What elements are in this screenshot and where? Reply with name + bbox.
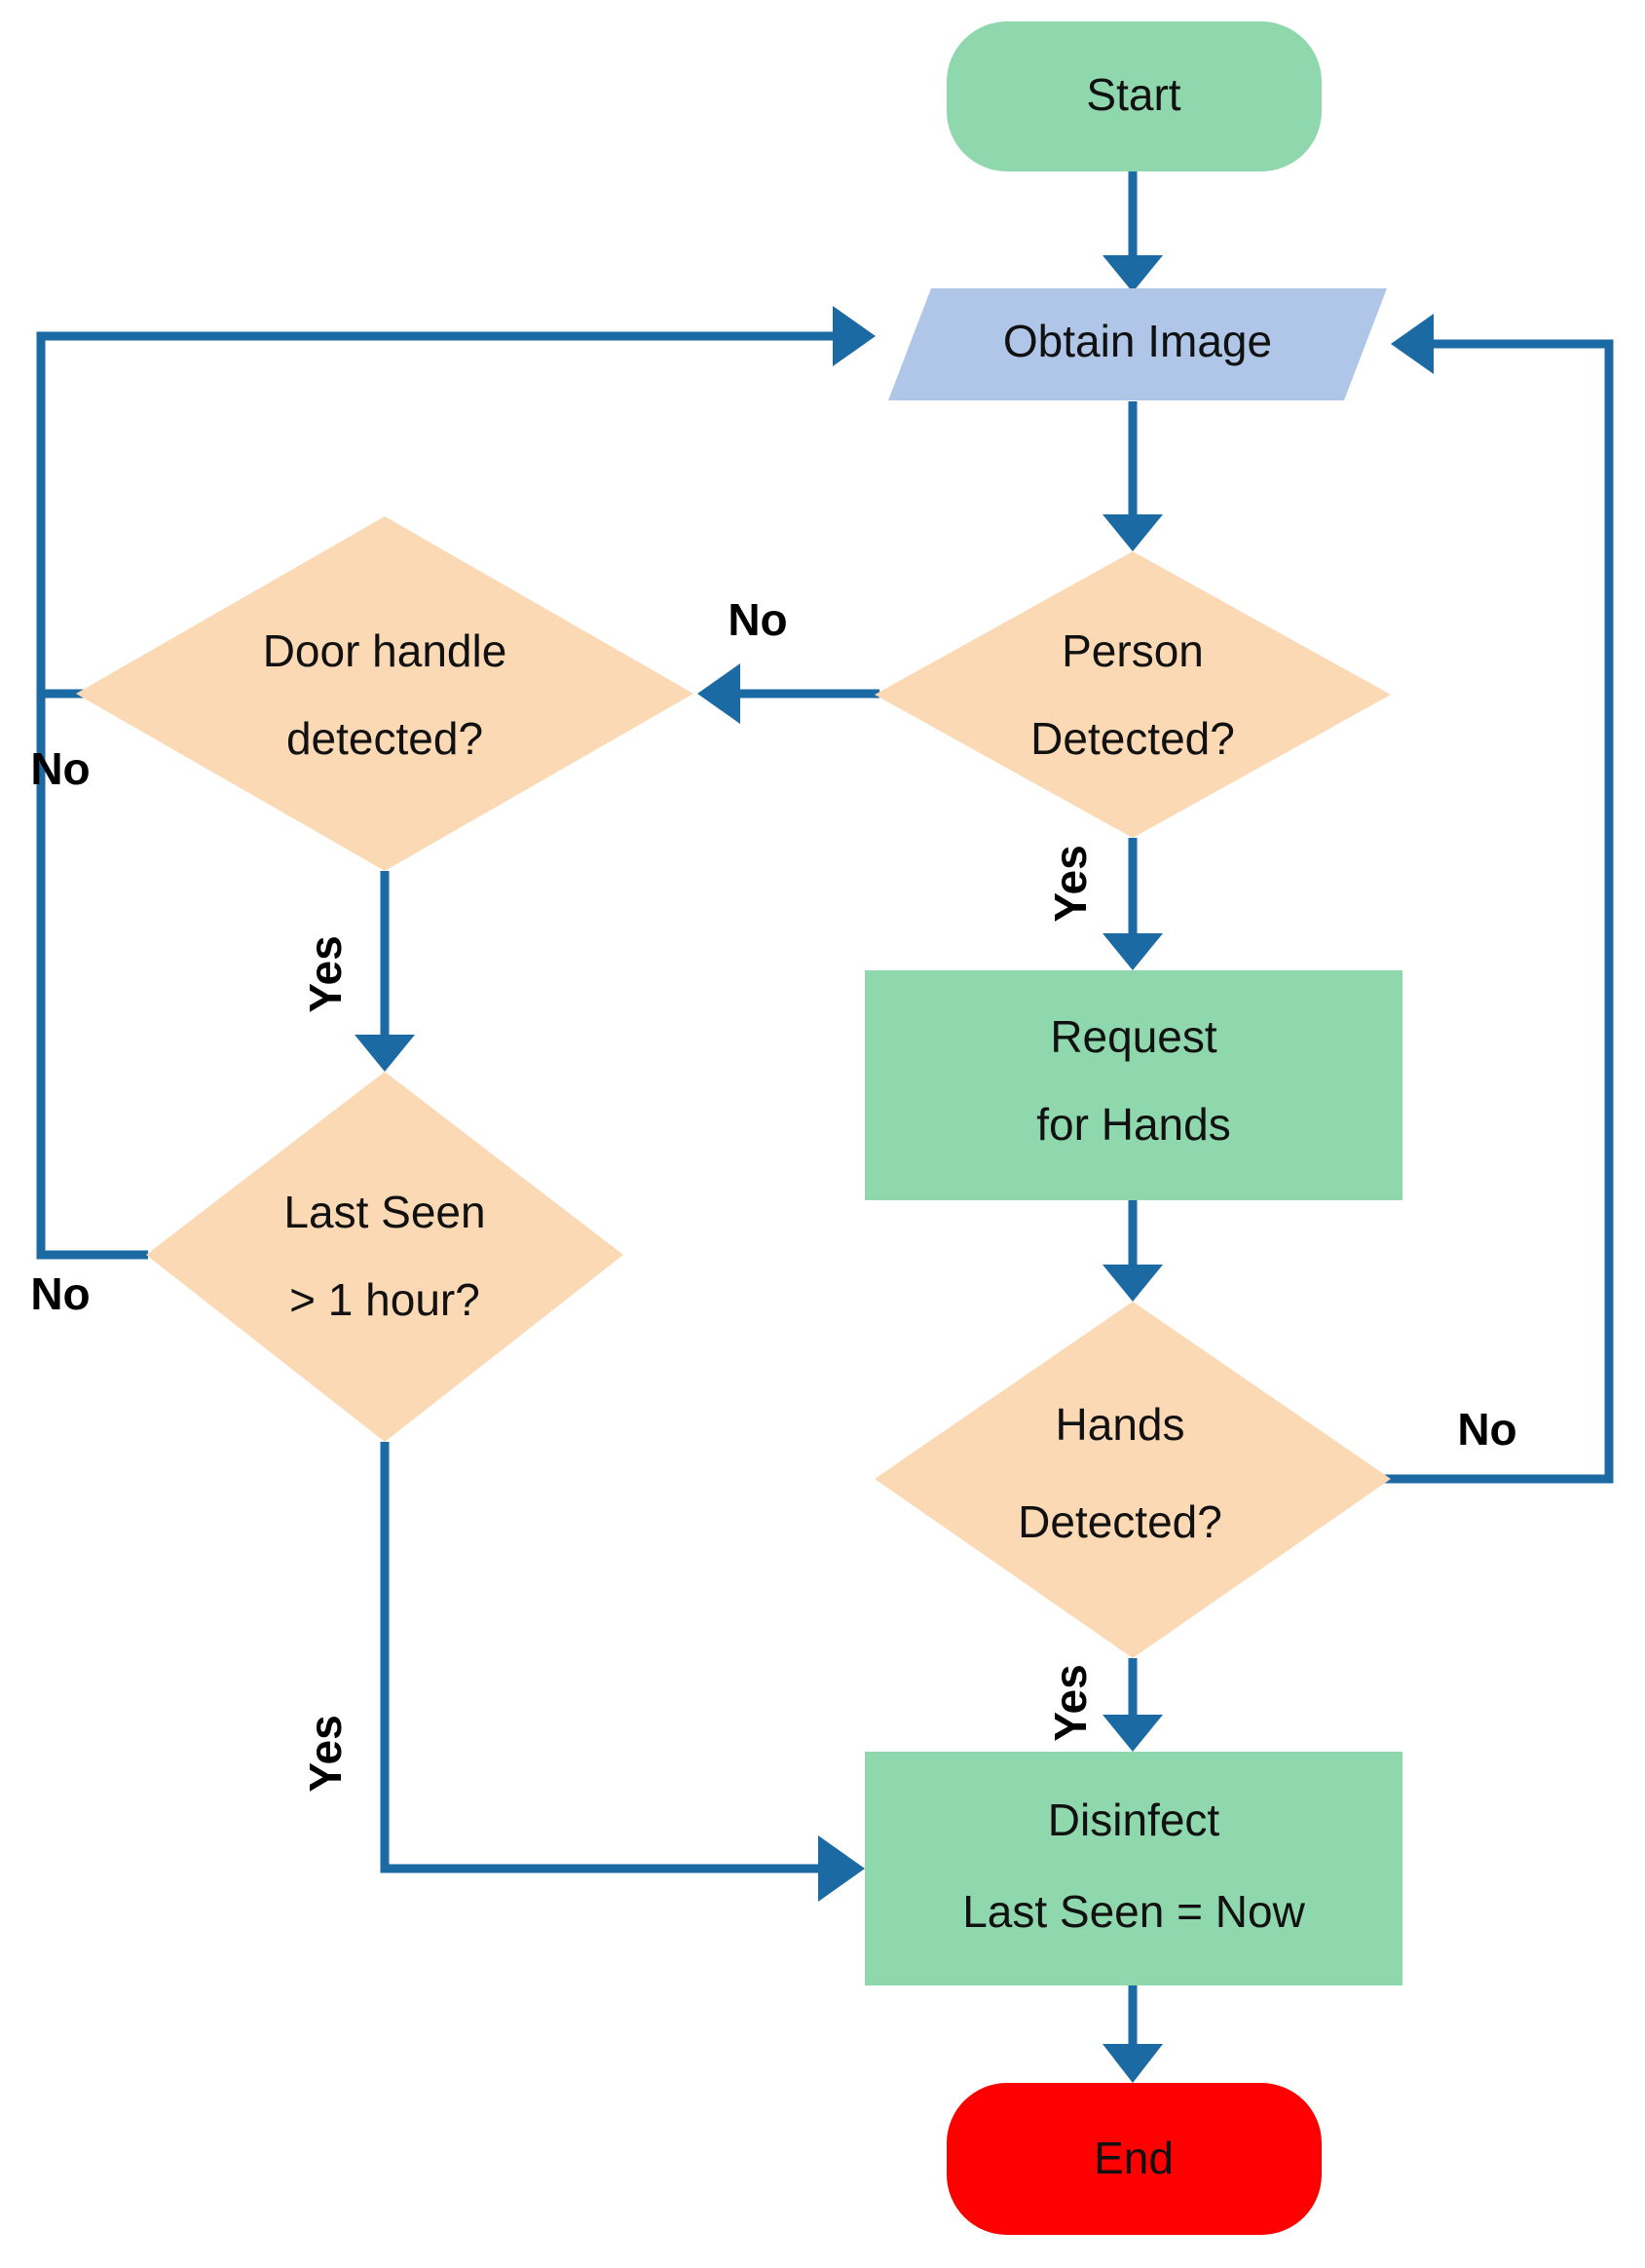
node-obtain-image[interactable]: Obtain Image bbox=[888, 288, 1387, 400]
node-last-seen[interactable]: Last Seen > 1 hour? bbox=[146, 1072, 623, 1442]
node-end[interactable]: End bbox=[947, 2083, 1322, 2235]
edge-request-for-hands-to-hands-detected bbox=[1103, 1200, 1163, 1302]
door-handle-detected-label-line2: detected? bbox=[286, 713, 483, 764]
edge-hands-detected-no-to-obtain-image bbox=[1213, 314, 1614, 1484]
node-request-for-hands[interactable]: Request for Hands bbox=[865, 970, 1402, 1200]
request-for-hands-shape bbox=[865, 970, 1402, 1200]
edge-label-person-no: No bbox=[728, 594, 787, 645]
last-seen-label-line1: Last Seen bbox=[283, 1187, 485, 1237]
edge-last-seen-no-to-obtain-image bbox=[36, 694, 148, 1260]
start-label: Start bbox=[1086, 69, 1180, 120]
hands-detected-label-line1: Hands bbox=[1056, 1399, 1185, 1450]
obtain-image-shape bbox=[888, 288, 1387, 400]
request-for-hands-label-line1: Request bbox=[1050, 1011, 1217, 1062]
person-detected-label-line1: Person bbox=[1062, 625, 1204, 676]
disinfect-shape bbox=[865, 1752, 1402, 1985]
disinfect-label-line2: Last Seen = Now bbox=[962, 1886, 1305, 1937]
edge-person-detected-no-to-door-handle bbox=[697, 663, 879, 724]
edge-label-door-handle-yes: Yes bbox=[300, 935, 351, 1012]
end-shape bbox=[947, 2083, 1322, 2235]
node-person-detected[interactable]: Person Detected? bbox=[875, 551, 1391, 838]
door-handle-detected-shape bbox=[76, 516, 693, 871]
person-detected-shape bbox=[875, 551, 1391, 838]
hands-detected-label-line2: Detected? bbox=[1018, 1496, 1222, 1547]
edge-hands-detected-yes-to-disinfect bbox=[1103, 1658, 1163, 1752]
node-door-handle-detected[interactable]: Door handle detected? bbox=[76, 516, 693, 871]
connector-layer bbox=[36, 171, 1614, 2083]
request-for-hands-label-line2: for Hands bbox=[1036, 1099, 1230, 1150]
edge-door-handle-yes-to-last-seen bbox=[355, 871, 415, 1072]
edge-label-last-seen-no: No bbox=[30, 1268, 90, 1319]
door-handle-detected-label-line1: Door handle bbox=[263, 625, 507, 676]
start-shape bbox=[947, 21, 1322, 171]
last-seen-label-line2: > 1 hour? bbox=[289, 1274, 480, 1325]
edge-label-layer: No Yes No Yes No Yes No Yes bbox=[30, 594, 1516, 1793]
edge-disinfect-to-end bbox=[1103, 1985, 1163, 2083]
edge-label-person-yes: Yes bbox=[1045, 845, 1096, 922]
edge-label-hands-yes: Yes bbox=[1045, 1664, 1096, 1741]
edge-label-hands-no: No bbox=[1457, 1404, 1516, 1455]
edge-start-to-obtain-image bbox=[1103, 171, 1163, 292]
hands-detected-shape bbox=[875, 1302, 1391, 1658]
node-hands-detected[interactable]: Hands Detected? bbox=[865, 1302, 1391, 1658]
edge-label-last-seen-yes: Yes bbox=[300, 1715, 351, 1792]
edge-last-seen-yes-to-disinfect bbox=[380, 1442, 865, 1902]
disinfect-label-line1: Disinfect bbox=[1048, 1795, 1220, 1845]
edge-label-door-handle-no: No bbox=[30, 743, 90, 794]
obtain-image-label: Obtain Image bbox=[1003, 316, 1272, 366]
node-start[interactable]: Start bbox=[947, 21, 1322, 171]
end-label: End bbox=[1094, 2133, 1174, 2183]
node-disinfect[interactable]: Disinfect Last Seen = Now bbox=[865, 1752, 1402, 1985]
person-detected-label-line2: Detected? bbox=[1030, 713, 1235, 764]
edge-person-detected-yes-to-request-for-hands bbox=[1103, 838, 1163, 970]
last-seen-shape bbox=[146, 1072, 623, 1442]
edge-obtain-image-to-person-detected bbox=[1103, 401, 1163, 551]
